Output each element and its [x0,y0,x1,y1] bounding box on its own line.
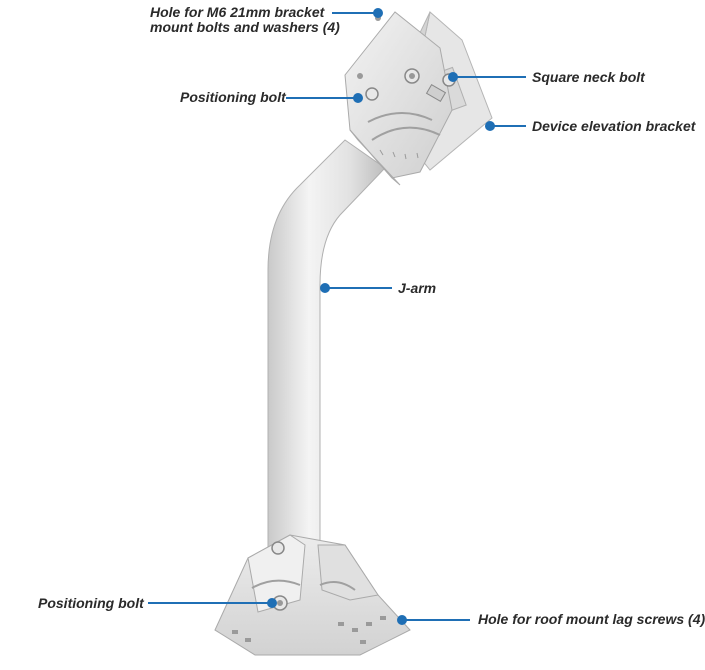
leader-dot-j-arm [320,283,330,293]
label-hole-m6-line2: mount bolts and washers (4) [150,19,340,35]
leader-dot-positioning-bolt-bottom [267,598,277,608]
label-device-elevation-bracket: Device elevation bracket [532,118,696,134]
leader-dot-square-neck-bolt [448,72,458,82]
leader-lines [148,8,526,625]
label-positioning-bolt-bottom: Positioning bolt [38,595,144,611]
label-hole-roof-mount: Hole for roof mount lag screws (4) [478,611,705,627]
roof-mount-base [214,534,411,656]
leader-dot-positioning-bolt-top [353,93,363,103]
label-hole-m6-line1: Hole for M6 21mm bracket [150,4,325,20]
leader-dot-hole-roof-mount [397,615,407,625]
j-arm-tube [267,139,386,556]
top-mounting-plate [344,11,456,186]
label-positioning-bolt-top: Positioning bolt [180,89,286,105]
label-square-neck-bolt: Square neck bolt [532,69,645,85]
leader-dot-hole-m6 [373,8,383,18]
label-j-arm: J-arm [398,280,437,296]
label-hole-m6: Hole for M6 21mm bracket mount bolts and… [150,5,340,35]
leader-dot-device-elevation-bracket [485,121,495,131]
